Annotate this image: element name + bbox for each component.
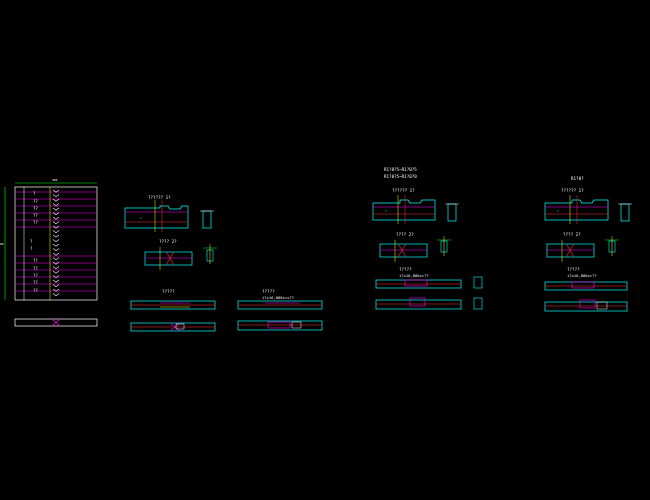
svg-text:z: z	[140, 216, 142, 220]
splice-chevron	[52, 230, 60, 234]
splice-chevron	[52, 248, 60, 252]
detail-a-label: ?????? 1?	[561, 188, 584, 193]
splice-chevron	[52, 216, 60, 220]
row-label: ?	[30, 239, 33, 244]
detail-d-label: ?????	[262, 289, 275, 294]
rebar-lines	[15, 187, 97, 300]
splice-chevron	[52, 203, 60, 207]
splice-chevron	[52, 221, 60, 225]
splice-chevron	[52, 189, 60, 193]
splice-chevron	[52, 275, 60, 279]
detail-c-subtitle: 1?x16,888x=??	[567, 273, 597, 278]
splice-chevron	[52, 207, 60, 211]
detail-b-label: ???? 2?	[563, 232, 581, 237]
detail-c-subtitle: 1?x16,888x=??	[399, 273, 429, 278]
splice-chevron	[52, 239, 60, 243]
group2-header-2: R1?0?5~R1?0?0	[384, 174, 417, 179]
row-label: ??	[33, 266, 38, 271]
row-label: ??	[33, 258, 38, 263]
row-label: ?	[33, 191, 36, 196]
splice-chevron	[52, 225, 60, 229]
detail-group-3: R1?0? ?????? 1? z ???? 2? ????? 1?x16,88…	[544, 176, 632, 312]
row-labels: ? ?? ?? ?? ?? ? ? ?? ?? ?? ?? ??	[30, 191, 38, 293]
splice-chevron	[52, 198, 60, 202]
splice-chevron	[52, 212, 60, 216]
splice-chevron	[52, 270, 60, 274]
splice-chevron	[52, 243, 60, 247]
detail-b-label: ???? 2?	[159, 239, 177, 244]
detail-group-1: ?????? 1? z ???? 2? ????? ????? 1?x16,88…	[124, 195, 323, 332]
side-dimension-text: 80	[0, 242, 4, 246]
row-label: ??	[33, 206, 38, 211]
splice-chevron	[52, 194, 60, 198]
row-label: ??	[33, 220, 38, 225]
row-label: ??	[33, 273, 38, 278]
detail-a-label: ?????? 1?	[148, 195, 171, 200]
group2-header-1: R1?0?5~R1?0?5	[384, 167, 417, 172]
row-label: ??	[33, 213, 38, 218]
splice-chevron	[52, 266, 60, 270]
row-label: ??	[33, 288, 38, 293]
splice-chevron	[52, 288, 60, 292]
detail-a-label: ?????? 1?	[392, 188, 415, 193]
splice-chevron	[52, 257, 60, 261]
splice-chevron	[52, 293, 60, 297]
detail-c-label: ?????	[162, 289, 175, 294]
detail-d-subtitle: 1?x16,888x=x??	[262, 295, 294, 300]
svg-text:z: z	[557, 209, 559, 213]
top-dimension-text: 480	[52, 178, 58, 182]
group3-header-1: R1?0?	[571, 176, 584, 181]
detail-c-label: ?????	[567, 267, 580, 272]
row-label: ??	[33, 280, 38, 285]
detail-b-label: ???? 2?	[396, 232, 414, 237]
detail-group-2: R1?0?5~R1?0?5 R1?0?5~R1?0?0 ?????? 1? z …	[372, 167, 483, 310]
detail-c-label: ?????	[399, 267, 412, 272]
row-label: ??	[33, 199, 38, 204]
row-label: ?	[30, 246, 33, 251]
svg-text:z: z	[385, 209, 387, 213]
column-elevation: 480 80 ? ?? ?? ?? ?? ? ? ?? ?? ?? ?? ??	[0, 178, 98, 327]
splice-chevron	[52, 284, 60, 288]
splice-chevron	[52, 279, 60, 283]
splice-markers	[52, 189, 60, 297]
splice-chevron	[52, 261, 60, 265]
splice-chevron	[52, 234, 60, 238]
splice-chevron	[52, 252, 60, 256]
